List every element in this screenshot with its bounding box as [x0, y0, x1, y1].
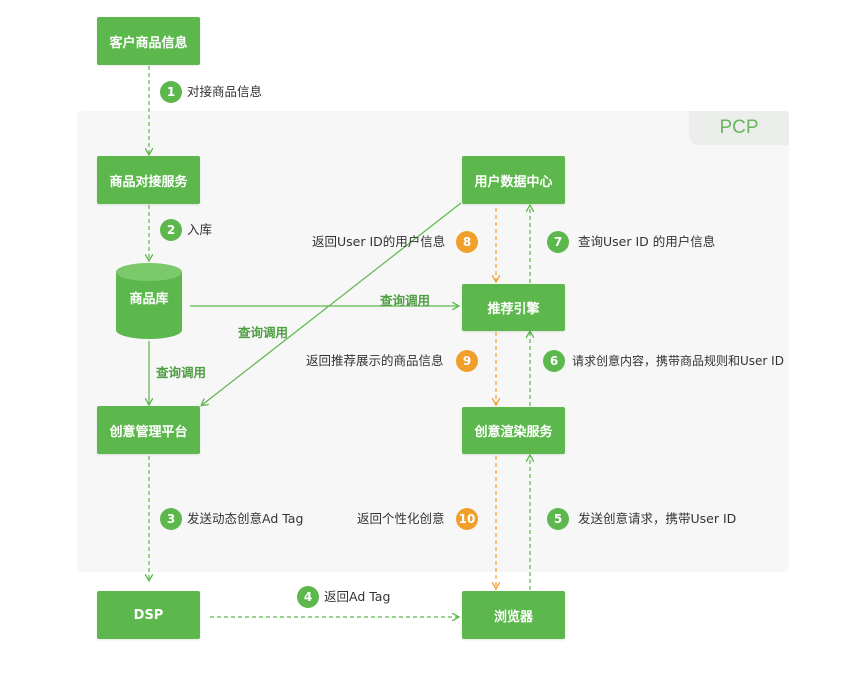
step-label-6: 请求创意内容，携带商品规则和User ID: [572, 354, 784, 368]
node-recommend-engine: 推荐引擎: [462, 284, 565, 331]
step-label-7: 查询User ID 的用户信息: [578, 234, 716, 249]
step-badge-2: 2: [160, 219, 182, 241]
step-badge-3: 3: [160, 508, 182, 530]
step-label-3: 发送动态创意Ad Tag: [187, 511, 304, 526]
step-label-9: 返回推荐展示的商品信息: [306, 353, 444, 368]
step-label-5: 发送创意请求，携带User ID: [578, 511, 737, 526]
step-label-10: 返回个性化创意: [357, 511, 445, 526]
node-customer-info: 客户商品信息: [97, 17, 200, 65]
step-badge-10: 10: [456, 508, 478, 530]
arrow-center-to-platform: [202, 202, 462, 405]
step-badge-4: 4: [297, 586, 319, 608]
node-product-db: 商品库: [129, 292, 169, 307]
node-user-data-center: 用户数据中心: [462, 156, 565, 204]
call-label-db-engine: 查询调用: [380, 293, 431, 308]
step-badge-6: 6: [543, 350, 565, 372]
step-badge-1: 1: [160, 81, 182, 103]
node-render-service: 创意渲染服务: [462, 407, 565, 454]
call-label-db-platform: 查询调用: [156, 365, 207, 380]
step-label-2: 入库: [187, 222, 213, 237]
step-badge-5: 5: [547, 508, 569, 530]
node-dsp: DSP: [97, 591, 200, 639]
call-label-center-platform: 查询调用: [238, 325, 289, 340]
pcp-region-label: PCP: [689, 111, 789, 145]
step-badge-8: 8: [456, 231, 478, 253]
node-browser: 浏览器: [462, 591, 565, 639]
step-label-4: 返回Ad Tag: [324, 589, 391, 604]
step-label-8: 返回User ID的用户信息: [312, 234, 446, 249]
node-product-service: 商品对接服务: [97, 156, 200, 204]
step-badge-9: 9: [456, 350, 478, 372]
step-label-1: 对接商品信息: [187, 84, 263, 99]
step-badge-7: 7: [547, 231, 569, 253]
database-cylinder-icon: [116, 263, 182, 339]
node-creative-platform: 创意管理平台: [97, 406, 200, 454]
